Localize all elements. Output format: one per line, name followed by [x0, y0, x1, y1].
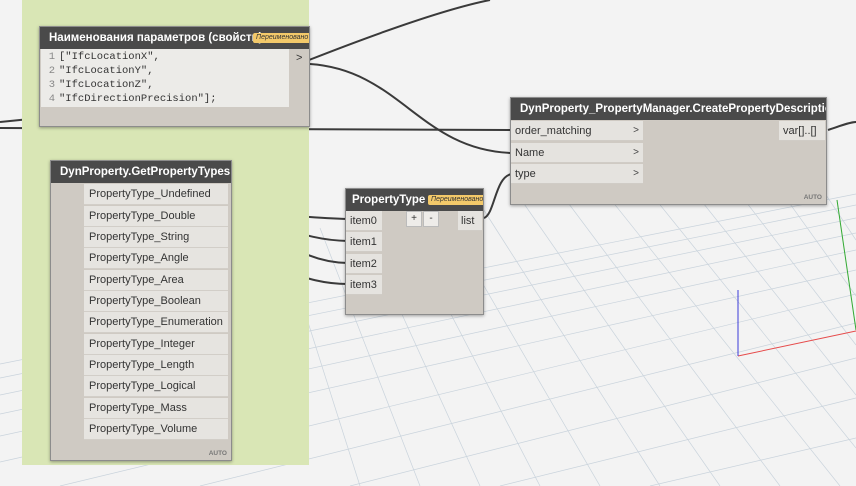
list-item[interactable]: PropertyType_Logical — [84, 376, 228, 397]
code-line: "IfcLocationY", — [59, 65, 154, 77]
list-item[interactable]: PropertyType_Boolean — [84, 291, 228, 312]
list-item[interactable]: PropertyType_Volume — [84, 419, 228, 440]
list-item[interactable]: PropertyType_Mass — [84, 398, 228, 419]
line-number: 3 — [48, 79, 55, 91]
code-block-node[interactable]: Наименования параметров (свойств) Переим… — [39, 26, 310, 127]
node-title-text: PropertyType — [352, 194, 426, 206]
get-property-types-node[interactable]: DynProperty.GetPropertyTypes PropertyTyp… — [50, 160, 232, 461]
add-input-button[interactable]: + — [406, 211, 422, 227]
property-type-list-node[interactable]: PropertyType Переименовано + - item0 ite… — [345, 188, 484, 315]
create-property-description-node[interactable]: DynProperty_PropertyManager.CreateProper… — [510, 97, 827, 205]
input-port-item2[interactable]: item2 — [346, 254, 382, 274]
input-port-label: type — [515, 168, 536, 180]
code-line: "IfcLocationZ", — [59, 79, 154, 91]
list-item[interactable]: PropertyType_Integer — [84, 334, 228, 355]
axis-x-line — [737, 330, 856, 357]
chevron-right-icon: > — [633, 147, 639, 158]
list-item[interactable]: PropertyType_Undefined — [84, 184, 228, 205]
node-title-text: Наименования параметров (свойств) — [49, 32, 263, 44]
input-port-item3[interactable]: item3 — [346, 275, 382, 295]
renamed-badge: Переименовано — [253, 33, 309, 43]
line-number: 1 — [48, 51, 55, 63]
output-port[interactable]: > — [296, 52, 303, 64]
node-title[interactable]: DynProperty.GetPropertyTypes — [51, 161, 231, 183]
list-item[interactable]: PropertyType_Double — [84, 206, 228, 227]
input-port-order-matching[interactable]: order_matching > — [511, 121, 643, 141]
list-item[interactable]: PropertyType_Enumeration — [84, 312, 228, 333]
input-port-label: Name — [515, 147, 545, 159]
list-item[interactable]: PropertyType_Area — [84, 270, 228, 291]
node-title[interactable]: Наименования параметров (свойств) Переим… — [40, 27, 309, 49]
input-port-label: order_matching — [515, 125, 592, 137]
input-port-item1[interactable]: item1 — [346, 232, 382, 252]
node-title[interactable]: DynProperty_PropertyManager.CreateProper… — [511, 98, 826, 120]
renamed-badge: Переименовано — [428, 195, 483, 205]
input-port-item0[interactable]: item0 — [346, 211, 382, 231]
list-item[interactable]: PropertyType_Length — [84, 355, 228, 376]
output-port-list[interactable]: list — [458, 211, 482, 231]
auto-lacing-label: AUTO — [803, 194, 822, 201]
remove-input-button[interactable]: - — [423, 211, 439, 227]
list-item[interactable]: PropertyType_Angle — [84, 248, 228, 269]
node-title[interactable]: PropertyType Переименовано — [346, 189, 483, 211]
output-port-var[interactable]: var[]..[] — [779, 121, 825, 141]
chevron-right-icon: > — [633, 168, 639, 179]
line-number: 2 — [48, 65, 55, 77]
axis-z-line — [836, 199, 856, 331]
code-line: ["IfcLocationX", — [59, 51, 160, 63]
code-line: "IfcDirectionPrecision"]; — [59, 93, 217, 105]
chevron-right-icon: > — [633, 125, 639, 136]
list-item[interactable]: PropertyType_String — [84, 227, 228, 248]
input-port-type[interactable]: type > — [511, 164, 643, 184]
auto-lacing-label: AUTO — [208, 450, 227, 457]
input-port-name[interactable]: Name > — [511, 143, 643, 163]
line-number: 4 — [48, 93, 55, 105]
code-editor[interactable]: 1 2 3 4 ["IfcLocationX", "IfcLocationY",… — [41, 49, 289, 107]
